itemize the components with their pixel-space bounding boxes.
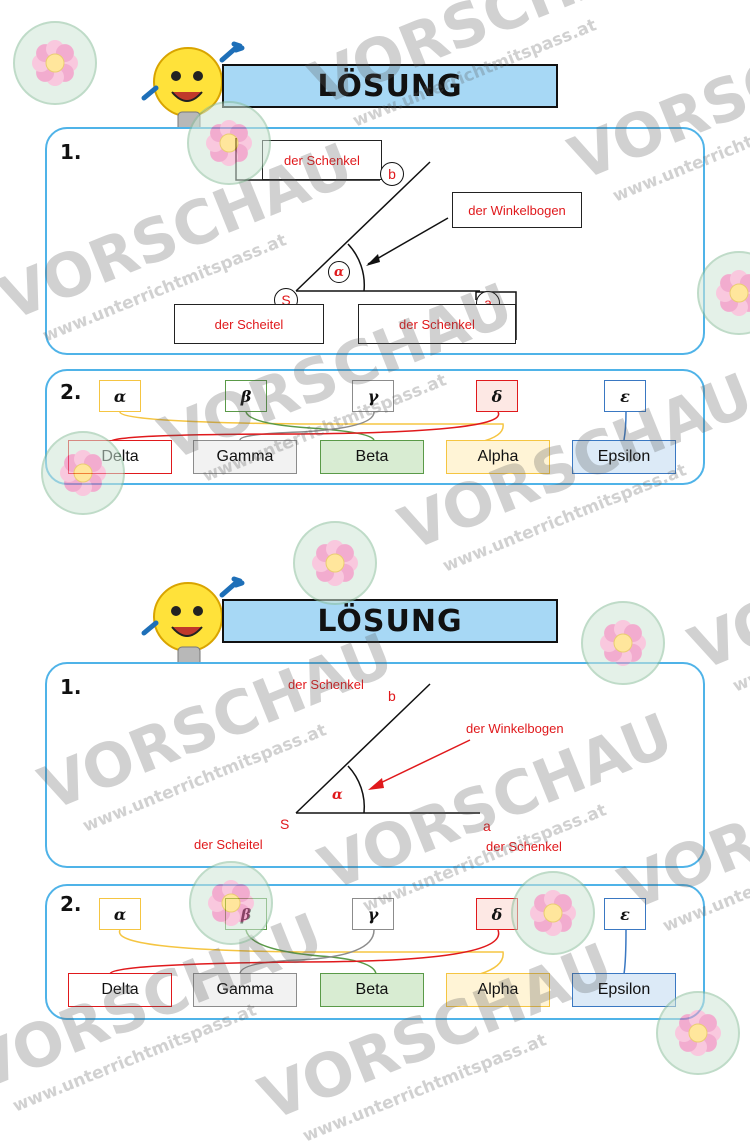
greek-letter-box: α <box>99 380 141 412</box>
mascot-lightbulb-top <box>140 40 250 145</box>
point-b-circle: b <box>380 162 404 186</box>
greek-name-box: Epsilon <box>572 440 676 474</box>
greek-letter-box: ε <box>604 380 646 412</box>
arc-pointer <box>367 217 449 265</box>
greek-name-box: Beta <box>320 973 424 1007</box>
text-a-2: a <box>483 818 491 834</box>
task2-number: 2. <box>60 380 82 404</box>
greek-letter-box: α <box>99 898 141 930</box>
label-box-scheitel: der Scheitel <box>174 304 324 344</box>
connector-a <box>475 291 517 340</box>
text-winkelbogen-2: der Winkelbogen <box>466 721 564 736</box>
task1-number: 1. <box>60 140 82 164</box>
greek-name-box: Alpha <box>446 440 550 474</box>
text-schenkel-b-2: der Schenkel <box>288 677 364 692</box>
text-alpha-2: α <box>332 787 343 803</box>
greek-letter-box: γ <box>352 898 394 930</box>
angle-diagram-bottom <box>295 683 480 814</box>
ray-b <box>295 161 431 292</box>
greek-letter-box: β <box>225 898 267 930</box>
angle-arc <box>347 243 366 292</box>
greek-name-box: Delta <box>68 973 172 1007</box>
text-schenkel-a-2: der Schenkel <box>486 839 562 854</box>
matching-lines-bottom <box>109 929 627 975</box>
task1-section-2 <box>45 662 705 868</box>
page-title-2: LÖSUNG <box>317 603 463 639</box>
text-s-2: S <box>280 816 290 832</box>
task1-number-2: 1. <box>60 675 82 699</box>
label-box-winkelbogen: der Winkelbogen <box>452 192 582 228</box>
greek-letter-box: δ <box>476 898 518 930</box>
greek-letter-box: γ <box>352 380 394 412</box>
greek-name-box: Alpha <box>446 973 550 1007</box>
greek-name-box: Gamma <box>193 440 297 474</box>
label-box-schenkel-b: der Schenkel <box>262 140 382 180</box>
title-bar: LÖSUNG <box>222 64 558 108</box>
matching-lines-top <box>109 411 627 443</box>
greek-letter-box: β <box>225 380 267 412</box>
watermark-url: www.unterrichtmitspass.at <box>300 1030 550 1147</box>
greek-name-box: Gamma <box>193 973 297 1007</box>
page-title: LÖSUNG <box>317 68 463 104</box>
label-box-schenkel-a: der Schenkel <box>358 304 516 344</box>
angle-diagram-top <box>235 138 517 340</box>
task2-number-2: 2. <box>60 892 82 916</box>
text-scheitel-2: der Scheitel <box>194 837 263 852</box>
greek-name-box: Beta <box>320 440 424 474</box>
greek-name-box: Epsilon <box>572 973 676 1007</box>
title-bar-2: LÖSUNG <box>222 599 558 643</box>
greek-letter-box: δ <box>476 380 518 412</box>
greek-letter-box: ε <box>604 898 646 930</box>
alpha-circle: α <box>328 261 350 283</box>
text-b-2: b <box>388 688 396 704</box>
